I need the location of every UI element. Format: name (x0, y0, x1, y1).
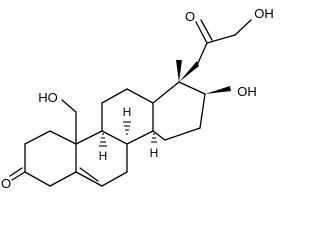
label-ho-c19: HO (38, 90, 58, 105)
steroid-skeleton: O OH OH HO O H H H (1, 6, 274, 191)
label-o-c20: O (185, 9, 195, 24)
label-oh-c17: OH (237, 84, 257, 99)
label-h-c14: H (150, 146, 159, 160)
label-o-c3: O (1, 176, 11, 191)
label-h-c8: H (123, 105, 132, 119)
label-oh-c21: OH (254, 6, 274, 21)
structure-diagram: O OH OH HO O H H H (1, 6, 274, 191)
c8-hash-bond (123, 121, 131, 135)
c17-hydroxyl-wedge (205, 86, 231, 94)
ring-b (75, 130, 128, 187)
c18-methyl-wedge (176, 60, 182, 82)
ring-d (152, 81, 206, 141)
c14-hash-bond (151, 133, 157, 143)
ring-c (101, 88, 154, 145)
ring-a (24, 130, 77, 187)
c19-hydroxymethyl (61, 99, 77, 145)
label-h-c9: H (99, 149, 108, 163)
c9-hash-bond (99, 133, 107, 147)
c3-ketone (9, 167, 26, 181)
c17-side-chain (179, 19, 252, 82)
